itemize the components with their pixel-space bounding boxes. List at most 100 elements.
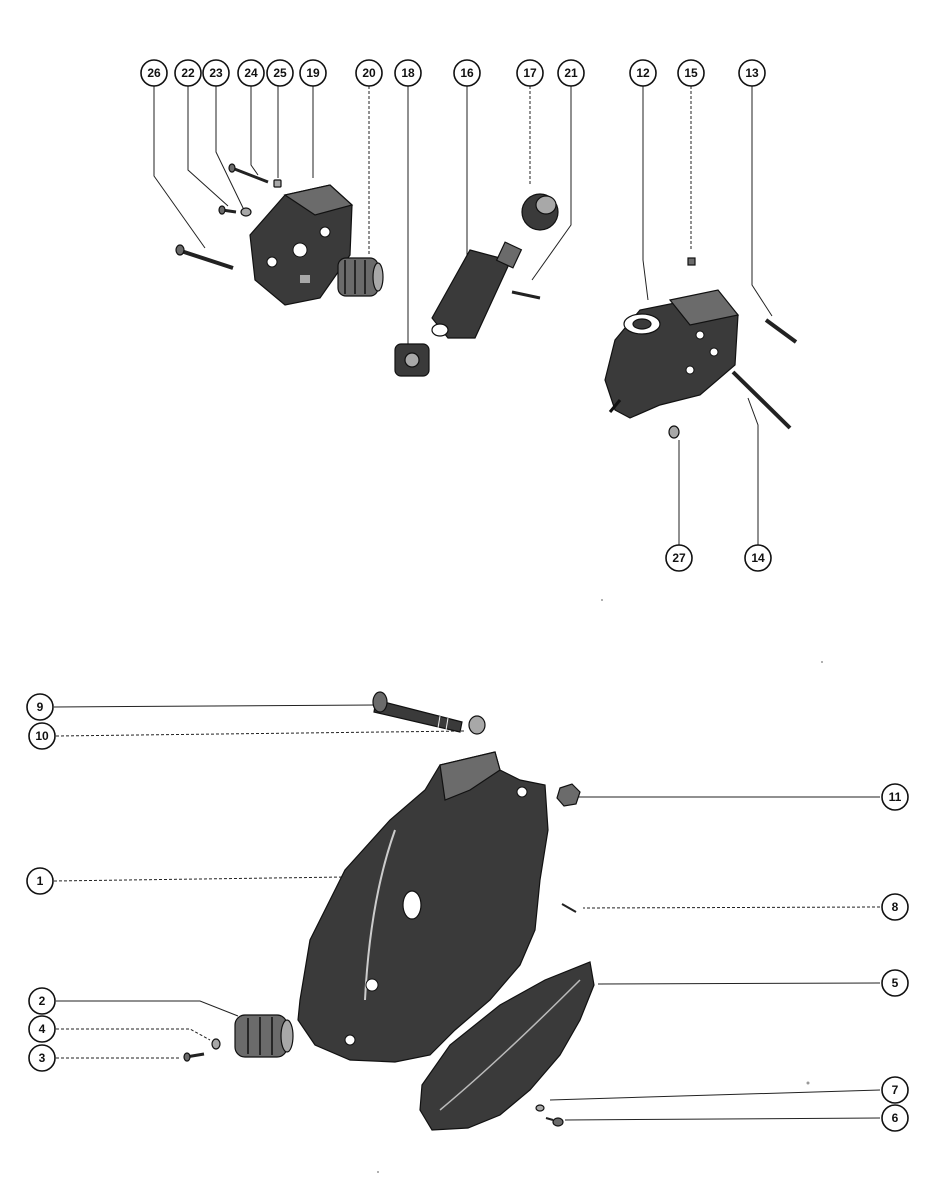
callout-9: 9	[26, 693, 54, 721]
svg-text:23: 23	[209, 66, 223, 80]
svg-text:24: 24	[244, 66, 258, 80]
callout-4: 4	[28, 1015, 56, 1043]
callout-13: 13	[738, 59, 766, 87]
part-pin-8	[561, 903, 577, 913]
part-cover-5	[419, 961, 595, 1131]
part-bolt-9	[372, 691, 463, 733]
part-pin-13	[764, 318, 798, 344]
svg-text:6: 6	[892, 1111, 899, 1125]
callout-21: 21	[557, 59, 585, 87]
part-nut-25	[273, 179, 282, 188]
leader-26	[153, 86, 206, 249]
svg-text:2: 2	[39, 994, 46, 1008]
leader-14	[747, 397, 759, 545]
svg-text:11: 11	[889, 790, 902, 804]
callout-16: 16	[453, 59, 481, 87]
leader-9	[53, 704, 376, 708]
svg-text:15: 15	[684, 66, 698, 80]
svg-text:7: 7	[892, 1083, 899, 1097]
svg-text:5: 5	[892, 976, 899, 990]
part-nut-15	[687, 257, 696, 266]
part-screw-6	[545, 1117, 564, 1127]
callout-17: 17	[516, 59, 544, 87]
leader-21	[531, 86, 572, 281]
svg-text:14: 14	[751, 551, 765, 565]
leader-6	[564, 1117, 881, 1121]
leader-1	[53, 876, 346, 882]
callout-6: 6	[881, 1104, 909, 1132]
part-rod-14	[731, 370, 792, 430]
leader-8	[582, 906, 881, 909]
part-nut-11	[556, 783, 581, 807]
svg-text:19: 19	[306, 66, 320, 80]
callout-24: 24	[237, 59, 265, 87]
svg-text:21: 21	[564, 66, 578, 80]
part-screw-3	[183, 1052, 205, 1062]
part-sleeve-20	[337, 257, 384, 297]
leader-5	[597, 982, 881, 985]
svg-text:16: 16	[460, 66, 474, 80]
part-screw-22	[218, 205, 237, 215]
part-fitting-2	[234, 1014, 294, 1058]
leader-23	[215, 86, 246, 213]
callout-14: 14	[744, 544, 772, 572]
bottom-assembly	[183, 599, 823, 1173]
part-washer-10	[468, 715, 486, 735]
leader-22	[187, 86, 229, 207]
svg-text:27: 27	[672, 551, 686, 565]
callout-7: 7	[881, 1076, 909, 1104]
callout-25: 25	[266, 59, 294, 87]
callout-5: 5	[881, 969, 909, 997]
scan-speck	[821, 661, 823, 663]
callout-19: 19	[299, 59, 327, 87]
svg-text:17: 17	[523, 66, 537, 80]
callout-8: 8	[881, 893, 909, 921]
part-washer-7	[535, 1104, 545, 1112]
svg-text:4: 4	[39, 1022, 46, 1036]
callout-20: 20	[355, 59, 383, 87]
callout-23: 23	[202, 59, 230, 87]
callout-27: 27	[665, 544, 693, 572]
part-washer-4	[211, 1038, 221, 1050]
callout-26: 26	[140, 59, 168, 87]
leader-10	[55, 730, 467, 737]
top-assembly	[175, 163, 798, 439]
svg-text:25: 25	[273, 66, 287, 80]
callout-11: 11	[881, 783, 909, 811]
leader-lines	[53, 86, 881, 1121]
scan-speck	[377, 1171, 379, 1173]
svg-text:8: 8	[892, 900, 899, 914]
callout-22: 22	[174, 59, 202, 87]
leader-13	[751, 86, 773, 317]
part-plate-1	[297, 751, 549, 1063]
part-washer-23	[240, 207, 252, 217]
svg-text:9: 9	[37, 700, 44, 714]
part-bolt-24	[228, 163, 269, 184]
svg-text:3: 3	[39, 1051, 46, 1065]
leader-7	[549, 1089, 881, 1101]
leader-12	[642, 86, 649, 301]
svg-text:20: 20	[362, 66, 376, 80]
svg-text:12: 12	[636, 66, 650, 80]
svg-text:1: 1	[37, 874, 44, 888]
callout-12: 12	[629, 59, 657, 87]
svg-text:10: 10	[35, 729, 49, 743]
leader-4	[56, 1028, 211, 1041]
callout-3: 3	[28, 1044, 56, 1072]
part-bolt-26	[175, 244, 234, 270]
svg-text:22: 22	[181, 66, 195, 80]
scan-speck	[806, 1081, 810, 1085]
svg-text:26: 26	[147, 66, 161, 80]
leader-24	[250, 86, 259, 176]
callout-1: 1	[26, 867, 54, 895]
scan-speck	[601, 599, 603, 601]
part-housing-12	[604, 289, 740, 419]
callout-18: 18	[394, 59, 422, 87]
part-bushing-17	[521, 193, 559, 231]
part-bushing-18	[394, 343, 430, 377]
part-housing-19	[249, 184, 354, 306]
svg-text:13: 13	[745, 66, 759, 80]
callout-15: 15	[677, 59, 705, 87]
leader-2	[56, 1000, 239, 1017]
